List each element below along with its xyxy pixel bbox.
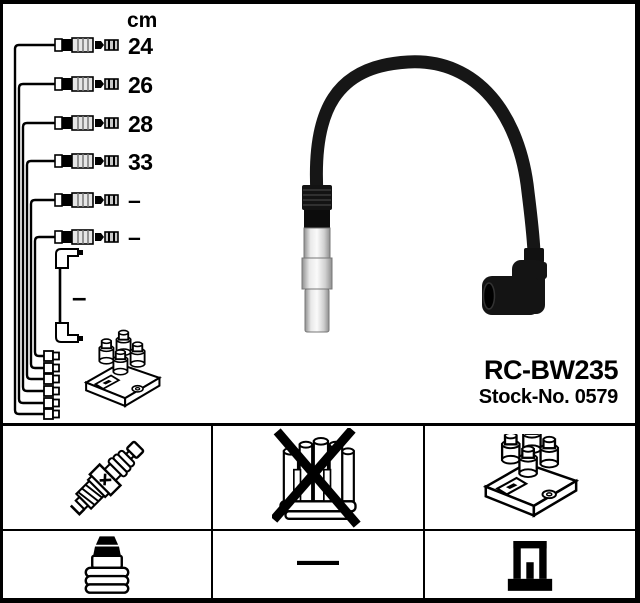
length-unit-header: cm (127, 9, 158, 32)
stock-number: Stock-No. 0579 (478, 386, 619, 409)
spark-plug-connectors (54, 37, 119, 245)
coil-end-connectors (43, 350, 60, 420)
lead-length-label: – (128, 224, 141, 250)
ignition-lead-kit-diagram (13, 37, 547, 420)
ignition-cable-photo (309, 55, 541, 259)
spec-cell-plug-terminal (3, 531, 213, 598)
coil-lead-length-label: – (72, 282, 87, 312)
ignition-coil-drawing (85, 329, 161, 407)
coil-connector-icon (507, 540, 553, 591)
not-applicable-dash: — (297, 536, 339, 583)
spec-cell-coil-connector (425, 531, 635, 598)
product-identity: RC-BW235 Stock-No. 0579 (478, 355, 619, 409)
ignition-coil-icon (484, 433, 578, 517)
coil-lead (55, 248, 83, 343)
spark-plug-icon (63, 433, 151, 522)
spec-cell-spark-plug (3, 426, 213, 531)
lead-length-label: – (128, 187, 141, 213)
spec-cell-dash: — (213, 531, 425, 598)
spec-cell-distributor-cap-crossed (213, 426, 425, 531)
straight-plug-connector (301, 185, 333, 333)
compatibility-table: — (3, 423, 635, 598)
spec-cell-ignition-coil (425, 426, 635, 531)
lead-length-label: 24 (128, 33, 153, 59)
lead-length-label: 28 (128, 111, 153, 137)
lead-length-label: 26 (128, 72, 153, 98)
part-number: RC-BW235 (483, 355, 619, 385)
distributor-cap-crossed-icon (272, 428, 364, 528)
lead-length-label: 33 (128, 149, 153, 175)
elbow-plug-connector (482, 248, 547, 315)
lead-routing-lines (13, 43, 55, 416)
plug-terminal-icon (84, 535, 130, 594)
